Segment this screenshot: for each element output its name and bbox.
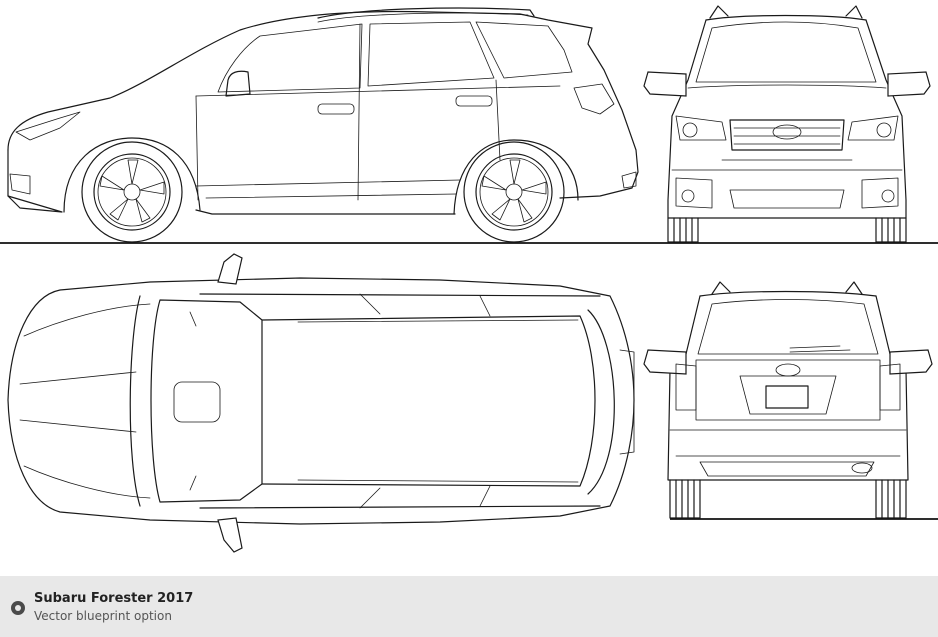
top-left-mirror: [217, 253, 243, 285]
front-grille: [729, 119, 845, 151]
caption-bar: Subaru Forester 2017 Vector blueprint op…: [0, 576, 938, 637]
top-view: [7, 253, 635, 553]
rear-wheel: [463, 141, 565, 243]
caption-title: Subaru Forester 2017: [34, 591, 194, 606]
front-wheel: [81, 141, 183, 243]
rear-view: [643, 281, 938, 520]
side-mirror: [225, 70, 251, 97]
rear-door-handle: [455, 95, 493, 107]
rear-left-mirror: [643, 349, 687, 375]
quarter-window: [475, 21, 573, 79]
side-view: [0, 7, 640, 244]
rear-right-mirror: [889, 349, 933, 375]
license-plate: [765, 385, 809, 409]
rear-door-window: [367, 21, 495, 87]
right-mirror: [887, 71, 931, 97]
subaru-logo: [775, 363, 801, 377]
left-mirror: [643, 71, 687, 97]
caption-subtitle: Vector blueprint option: [34, 609, 172, 623]
front-logo: [772, 124, 802, 140]
front-window: [217, 23, 363, 93]
front-view: [640, 5, 938, 244]
circle-radio-icon: [11, 601, 25, 615]
front-door-handle: [317, 103, 355, 115]
blueprint-drawing: [0, 5, 938, 553]
top-right-mirror: [217, 517, 243, 553]
